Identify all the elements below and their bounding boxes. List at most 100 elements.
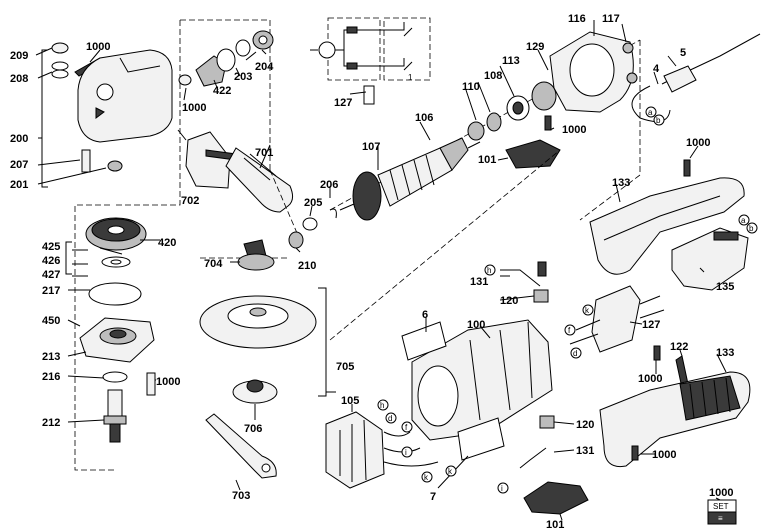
marker-i2: [497, 482, 509, 494]
label-133a: 133: [612, 177, 630, 189]
label-127a: 127: [334, 97, 352, 109]
letter-a2: a: [741, 216, 746, 225]
marker-h2: [377, 399, 389, 411]
armature-shaft-front: [339, 203, 355, 211]
bearing-108: [486, 112, 502, 132]
gear-housing-200: [77, 49, 173, 143]
brush-lead-131b: [519, 447, 547, 469]
handle-half-133a-ridge: [603, 195, 721, 241]
label-108: 108: [484, 70, 502, 82]
commutator: [439, 137, 469, 171]
washer-426-hole: [110, 259, 122, 265]
label-450: 450: [42, 315, 60, 327]
label-422: 422: [213, 85, 231, 97]
spring-208b: [51, 69, 69, 79]
armature-shaft: [467, 141, 481, 149]
label-129: 129: [526, 41, 544, 53]
letter-k2: k: [448, 467, 453, 476]
wrench-pin-hole: [261, 463, 271, 473]
leader-lines: [35, 20, 727, 521]
marker-b1: [653, 114, 665, 126]
label-217: 217: [42, 285, 60, 297]
bearing-110: [467, 121, 485, 141]
axis-main-housing: [329, 149, 561, 341]
armature-windings: [389, 154, 435, 201]
motor-housing-front: [417, 365, 459, 427]
axis-top: [180, 19, 271, 170]
letter-d1: d: [573, 349, 577, 358]
letter-f2: f: [405, 423, 408, 432]
label-213: 213: [42, 351, 60, 363]
cap-209: [51, 42, 69, 54]
ring-217: [88, 282, 142, 306]
label-1000f: 1000: [638, 373, 662, 385]
label-110: 110: [462, 81, 480, 93]
housing-screw-b: [626, 72, 638, 84]
set-badge-lower: [707, 511, 737, 525]
washer-210: [288, 231, 304, 249]
flange-704: [237, 253, 275, 271]
label-105: 105: [341, 395, 359, 407]
letter-i2: i: [501, 484, 503, 493]
axis-gear-head: [115, 20, 181, 206]
screw-1000e: [146, 372, 156, 396]
label-702: 702: [181, 195, 199, 207]
label-209: 209: [10, 50, 28, 62]
label-117: 117: [602, 13, 620, 25]
brush-holder-120a: [533, 289, 549, 303]
stator-105: [325, 411, 385, 489]
spindle-212: [107, 389, 123, 419]
wrench-703: [205, 413, 277, 479]
screw-1000f: [653, 345, 661, 361]
gear-housing-button: [96, 83, 114, 101]
spring-208a: [51, 61, 69, 71]
circuit-box-right: [383, 17, 431, 81]
switch-button: [713, 231, 739, 241]
cord-guard-5: [663, 65, 697, 93]
letter-h2: h: [380, 401, 384, 410]
screw-1000c: [544, 115, 552, 131]
letter-a1: a: [648, 108, 653, 117]
side-handle-grip: [243, 153, 277, 181]
label-216: 216: [42, 371, 60, 383]
disc-705-hole: [249, 307, 267, 317]
washer-205: [302, 217, 318, 231]
marker-f1: [564, 324, 576, 336]
brush-lead-131a: [500, 269, 541, 287]
brush-cover-101: [505, 139, 561, 169]
label-7: 7: [430, 491, 436, 503]
label-131b: 131: [576, 445, 594, 457]
gear-housing-line: [119, 57, 161, 73]
marker-k2: [445, 465, 457, 477]
clip-1000b: [178, 74, 192, 86]
label-1000a: 1000: [86, 41, 110, 53]
circuit-box-left: [327, 17, 381, 81]
label-701: 701: [255, 147, 273, 159]
label-427: 427: [42, 269, 60, 281]
letter-b2: b: [749, 224, 754, 233]
switch-assembly-127: [591, 285, 641, 353]
ring-203: [235, 39, 251, 57]
flange-706-hub: [246, 379, 264, 393]
marker-i1: [401, 446, 413, 458]
guard-bracket-702: [185, 131, 231, 189]
label-120b: 120: [576, 419, 594, 431]
label-203: 203: [234, 71, 252, 83]
armature-fan-107: [352, 171, 382, 221]
stator-windings: [339, 419, 367, 482]
label-100: 100: [467, 319, 485, 331]
handle-grip: [679, 375, 741, 421]
circuit-resistor: [363, 85, 375, 105]
spindle-thread: [109, 423, 121, 443]
brush-131a: [537, 261, 547, 277]
label-706: 706: [244, 423, 262, 435]
bevel-gear-hole: [107, 225, 125, 235]
handle-half-133a: [589, 177, 745, 275]
set-badge-glyph: ≡: [718, 514, 723, 523]
rear-housing-opening: [569, 43, 615, 97]
brush-cover-101b: [523, 481, 589, 515]
axis-handle: [269, 169, 301, 241]
letter-k3: k: [424, 473, 429, 482]
marker-d1: [570, 347, 582, 359]
label-205: 205: [304, 197, 322, 209]
